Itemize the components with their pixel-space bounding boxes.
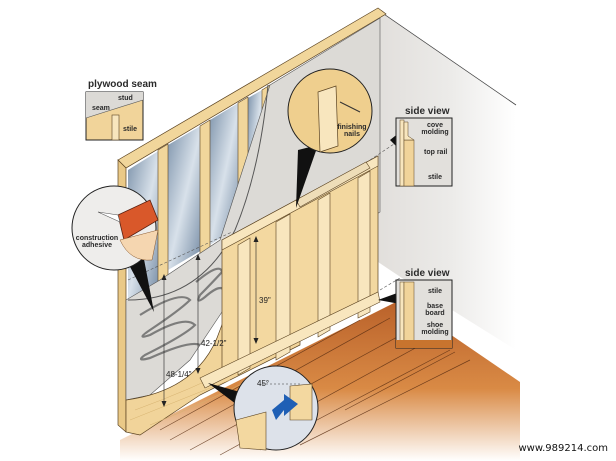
inset-finishing-nails <box>287 68 373 154</box>
side-view-top-title: side view <box>405 106 450 117</box>
plywood-seam-title: plywood seam <box>88 79 157 90</box>
base-board-label: base board <box>425 303 445 317</box>
wainscot-stiles <box>237 170 371 376</box>
top-rail-label: top rail <box>424 149 448 156</box>
inset-construction-adhesive <box>71 185 159 271</box>
inset-plywood-seam <box>85 91 144 141</box>
dimension-42-1-2: 42-1/2" <box>201 339 227 348</box>
stile-label-bottom: stile <box>428 288 443 295</box>
stile-label: stile <box>123 126 138 133</box>
construction-adhesive-label: construction adhesive <box>75 235 119 249</box>
watermark: www.989214.com <box>518 443 608 454</box>
finishing-nails-label: finishing nails <box>337 124 367 138</box>
stud-label: stud <box>118 95 133 102</box>
arrow-icon <box>272 394 298 420</box>
inset-side-view-bottom <box>395 279 453 349</box>
baseboard <box>199 291 381 389</box>
seam-label: seam <box>92 105 110 112</box>
inset-miter-joint <box>233 365 319 451</box>
stile-label-top: stile <box>428 174 443 181</box>
dimension-39: 39" <box>259 296 271 305</box>
dimension-lines <box>163 238 257 405</box>
angle-label: 45° <box>257 379 270 388</box>
inset-side-view-top <box>395 117 453 187</box>
dimension-48-1-4: 48-1/4" <box>166 370 192 379</box>
shoe-molding-label: shoe molding <box>421 322 449 336</box>
adhesive-beads <box>139 267 227 361</box>
cap-molding <box>295 161 371 208</box>
side-view-bottom-title: side view <box>405 268 450 279</box>
cove-molding-label: cove molding <box>421 122 449 136</box>
